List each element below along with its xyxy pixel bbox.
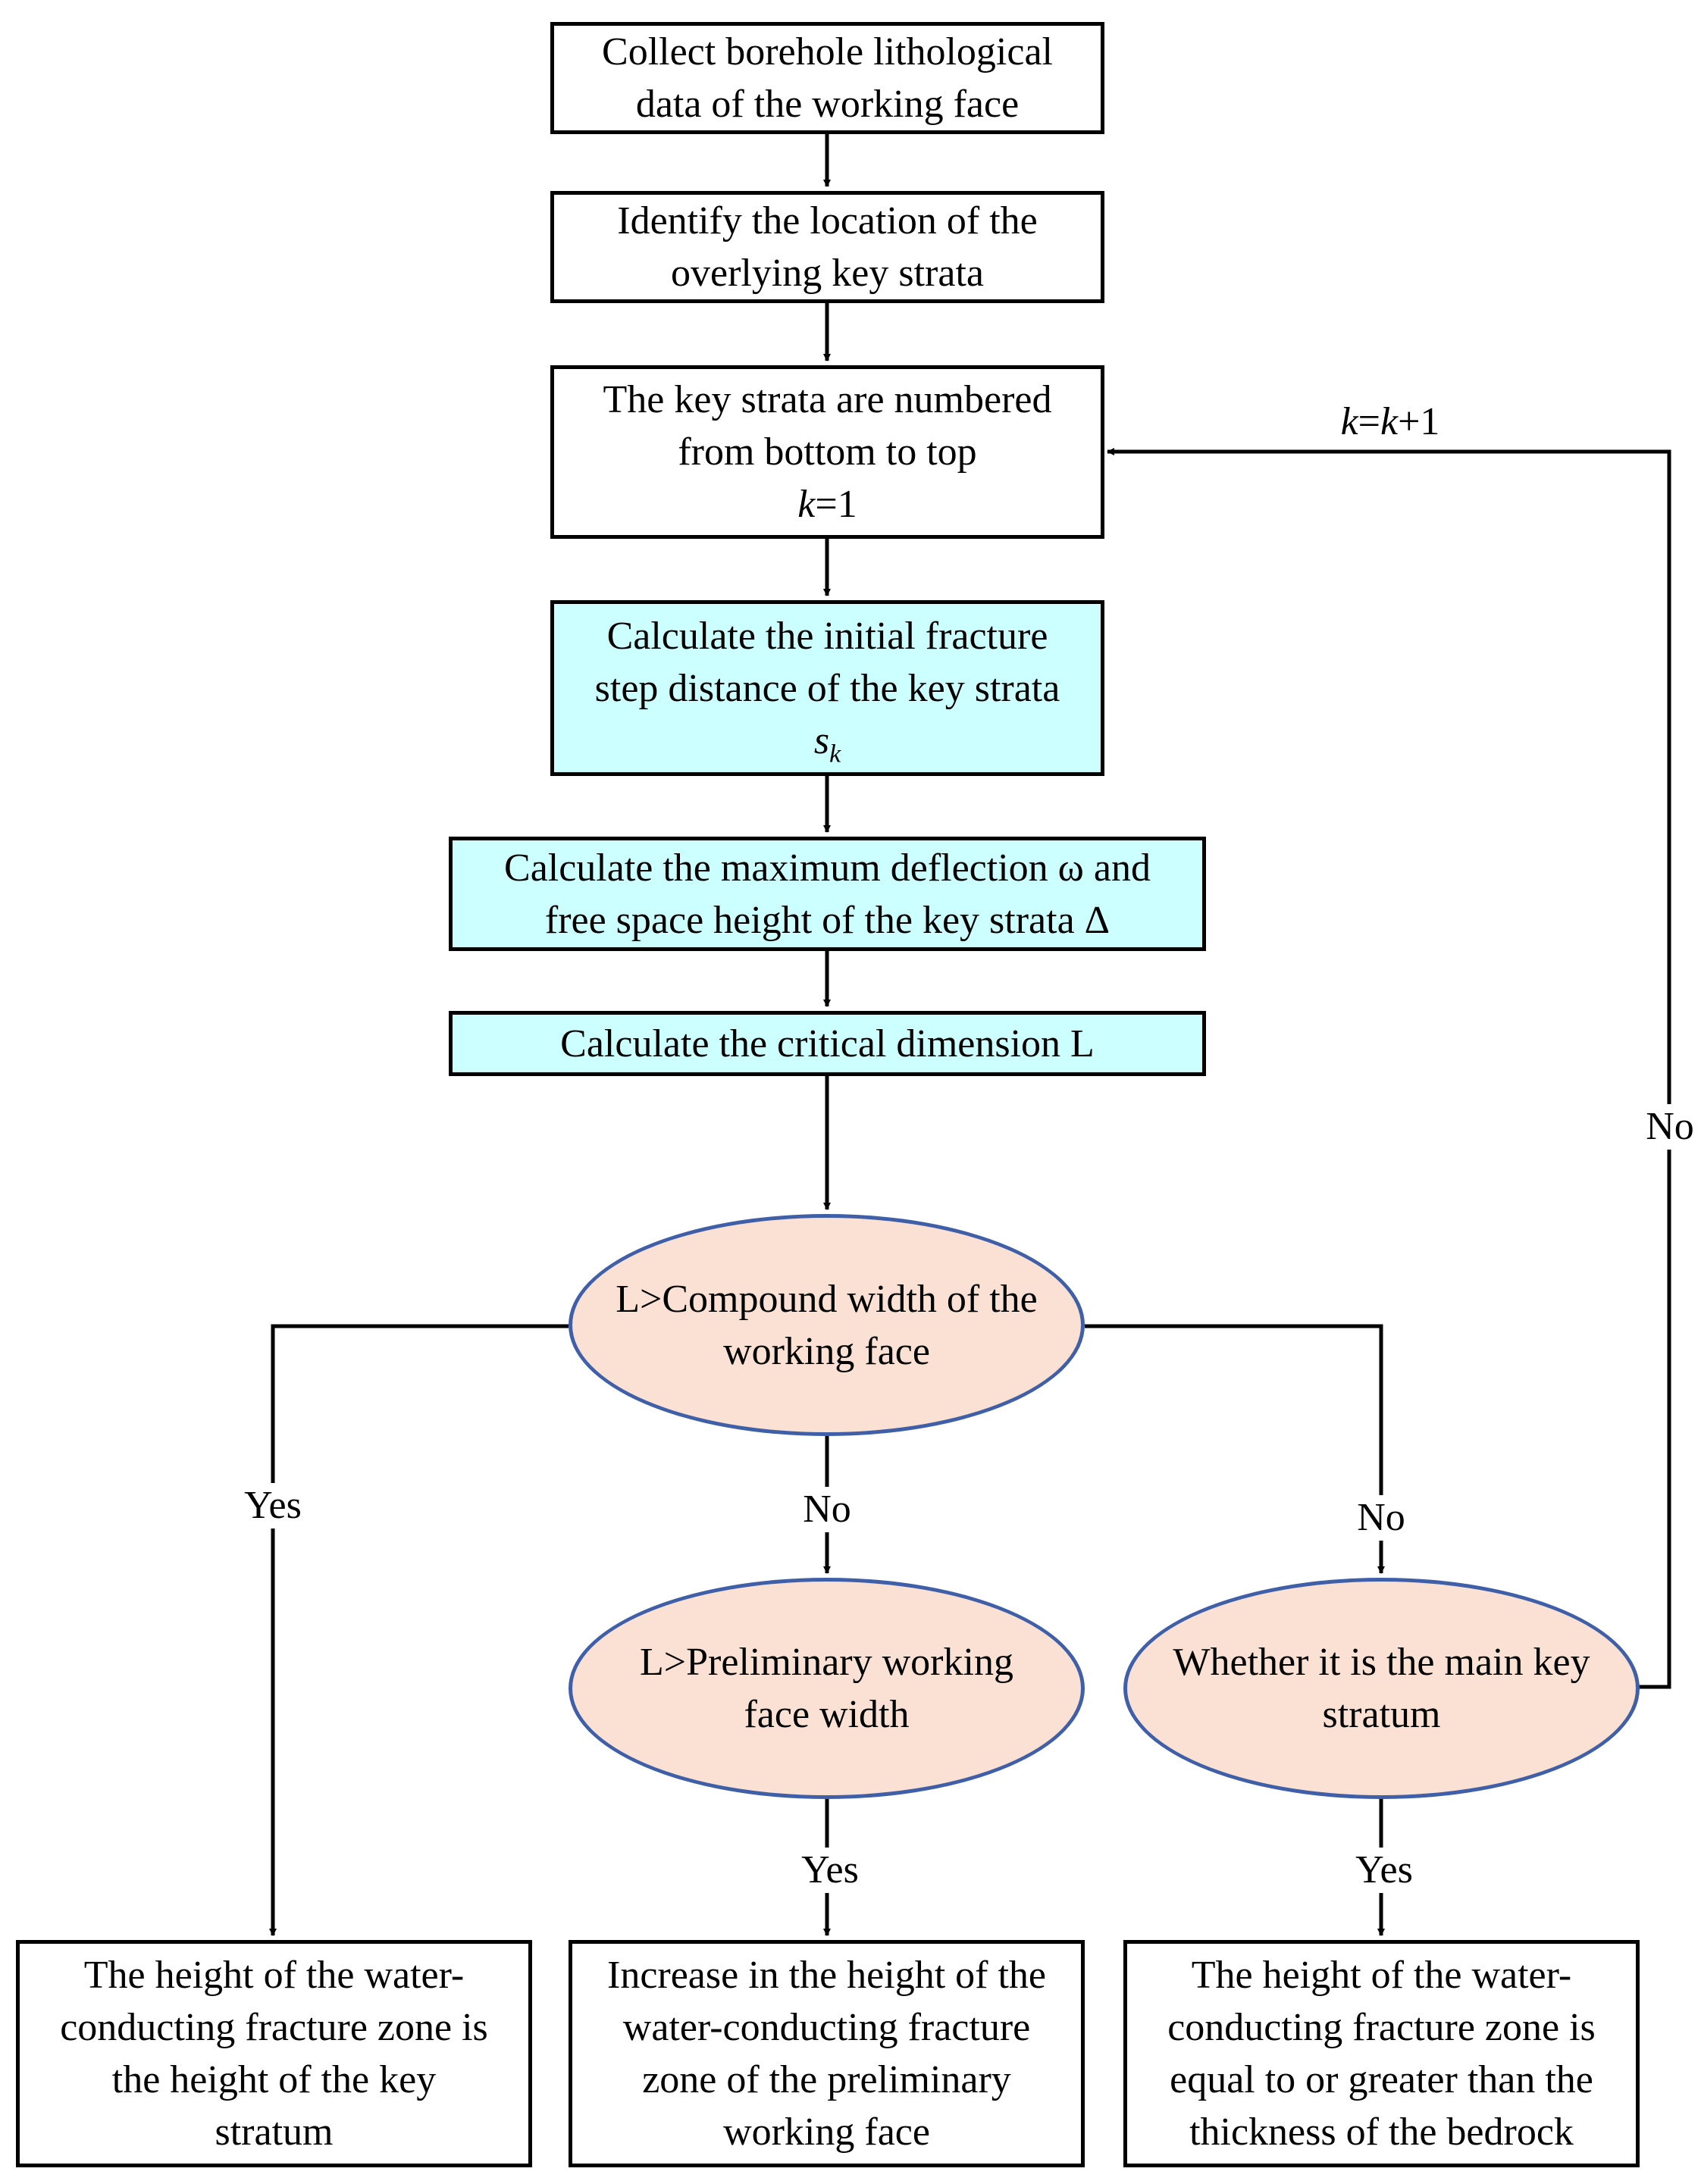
- outcome-left-line-4: stratum: [215, 2110, 334, 2154]
- decision-compound-line-1: L>Compound width of the: [616, 1277, 1038, 1321]
- collect-data-line-1: Collect borehole lithological: [602, 30, 1053, 74]
- decision-preliminary-line-1: L>Preliminary working: [640, 1641, 1013, 1684]
- outcome-increase-height: Increase in the height of the water-cond…: [569, 1940, 1085, 2167]
- collect-data-box: Collect borehole lithological data of th…: [550, 22, 1104, 134]
- outcome-left-line-1: The height of the water-: [83, 1954, 465, 1997]
- outcome-right-line-2: conducting fracture zone is: [1167, 2006, 1596, 2049]
- k-variable: k: [797, 483, 816, 526]
- calc-fracture-distance-box: Calculate the initial fracture step dist…: [550, 600, 1104, 776]
- outcome-mid-line-4: working face: [723, 2110, 930, 2154]
- number-key-strata-line-1: The key strata are numbered: [603, 378, 1052, 421]
- outcome-right-line-1: The height of the water-: [1191, 1954, 1572, 1997]
- calc-fracture-line-2: step distance of the key strata: [594, 666, 1060, 710]
- outcome-key-stratum-height: The height of the water- conducting frac…: [16, 1940, 532, 2167]
- calc-deflection-box: Calculate the maximum deflection ω and f…: [449, 837, 1206, 951]
- calc-deflection-line-1: Calculate the maximum deflection ω and: [504, 846, 1151, 890]
- calc-fracture-line-1: Calculate the initial fracture: [606, 614, 1048, 658]
- yes-right-label: Yes: [1347, 1848, 1421, 1893]
- decision-main-key-line-2: stratum: [1322, 1693, 1441, 1736]
- outcome-left-line-2: conducting fracture zone is: [60, 2006, 488, 2049]
- loop-k-right: k: [1380, 400, 1399, 443]
- loop-k-left: k: [1340, 400, 1358, 443]
- loop-equals: =: [1358, 400, 1380, 443]
- loop-no-label: No: [1637, 1104, 1701, 1150]
- fracture-step-symbol: sk: [814, 715, 841, 767]
- outcome-mid-line-2: water-conducting fracture: [622, 2006, 1031, 2049]
- calc-critical-dimension-text: Calculate the critical dimension L: [560, 1022, 1095, 1065]
- decision-preliminary-width: L>Preliminary working face width: [569, 1578, 1085, 1799]
- decision-compound-line-2: working face: [723, 1329, 930, 1373]
- arrow-compound-no-to-main-key: [1085, 1324, 1385, 1574]
- decision-compound-width: L>Compound width of the working face: [569, 1214, 1085, 1436]
- identify-key-strata-line-1: Identify the location of the: [617, 199, 1038, 242]
- s-variable: s: [813, 718, 830, 762]
- loop-plus-one: +1: [1398, 400, 1440, 443]
- collect-data-line-2: data of the working face: [635, 83, 1020, 126]
- outcome-mid-line-3: zone of the preliminary: [642, 2058, 1011, 2101]
- outcome-mid-line-1: Increase in the height of the: [607, 1954, 1046, 1997]
- no-right-label: No: [1351, 1495, 1411, 1541]
- arrow-main-key-no-loop-back: [1107, 448, 1671, 1689]
- outcome-bedrock-thickness: The height of the water- conducting frac…: [1123, 1940, 1640, 2167]
- loop-increment-label: k=k+1: [1323, 399, 1458, 445]
- decision-main-key-stratum: Whether it is the main key stratum: [1123, 1578, 1640, 1799]
- outcome-left-line-3: the height of the key: [111, 2058, 437, 2101]
- outcome-right-line-3: equal to or greater than the: [1170, 2058, 1593, 2101]
- decision-preliminary-line-2: face width: [744, 1693, 910, 1736]
- number-key-strata-line-2: from bottom to top: [678, 430, 977, 474]
- number-key-strata-initial-k: k=1: [797, 478, 857, 530]
- identify-key-strata-line-2: overlying key strata: [671, 252, 984, 295]
- calc-deflection-line-2: free space height of the key strata Δ: [544, 898, 1111, 942]
- identify-key-strata-box: Identify the location of the overlying k…: [550, 191, 1104, 303]
- s-subscript: k: [829, 739, 841, 768]
- number-key-strata-box: The key strata are numbered from bottom …: [550, 365, 1104, 539]
- k-initial-value: =1: [815, 483, 857, 526]
- calc-critical-dimension-box: Calculate the critical dimension L: [449, 1011, 1206, 1076]
- no-mid-label: No: [797, 1487, 857, 1532]
- outcome-right-line-4: thickness of the bedrock: [1189, 2110, 1574, 2154]
- yes-mid-label: Yes: [793, 1848, 867, 1893]
- yes-left-label: Yes: [236, 1483, 310, 1528]
- arrow-compound-yes-to-left-outcome: [269, 1324, 569, 1936]
- decision-main-key-line-1: Whether it is the main key: [1173, 1641, 1590, 1684]
